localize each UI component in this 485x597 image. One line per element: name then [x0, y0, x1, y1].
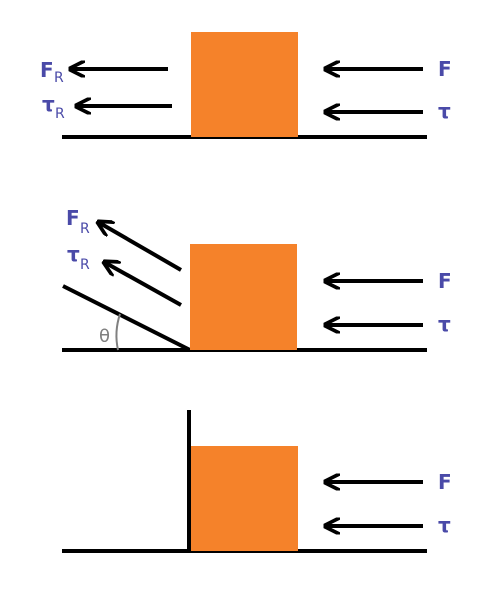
reaction-force-arrow: [98, 222, 183, 272]
panel-inclined-ground: θ F R τ R F τ: [62, 206, 452, 352]
applied-torque-label: τ: [438, 513, 451, 537]
applied-force-label: F: [438, 57, 452, 81]
angle-label: θ: [99, 326, 110, 347]
reaction-force-label: F: [66, 206, 80, 230]
applied-torque-label: τ: [438, 99, 451, 123]
applied-force-label: F: [438, 470, 452, 494]
panel-flat-ground: F R τ R F τ: [40, 32, 452, 139]
panel-wall: F τ: [62, 410, 452, 553]
reaction-force-subscript: R: [54, 70, 64, 86]
incline-line: [62, 284, 191, 352]
applied-force-label: F: [438, 269, 452, 293]
block: [191, 32, 298, 137]
reaction-torque-arrow: [104, 262, 182, 307]
block: [190, 244, 297, 350]
applied-torque-label: τ: [438, 312, 451, 336]
block: [191, 446, 298, 551]
reaction-torque-label: τ: [67, 242, 80, 266]
reaction-torque-label: τ: [42, 92, 55, 116]
reaction-torque-subscript: R: [55, 106, 65, 122]
reaction-force-subscript: R: [80, 221, 90, 237]
reaction-force-label: F: [40, 58, 54, 82]
angle-arc: [115, 313, 121, 351]
reaction-torque-subscript: R: [80, 257, 90, 273]
